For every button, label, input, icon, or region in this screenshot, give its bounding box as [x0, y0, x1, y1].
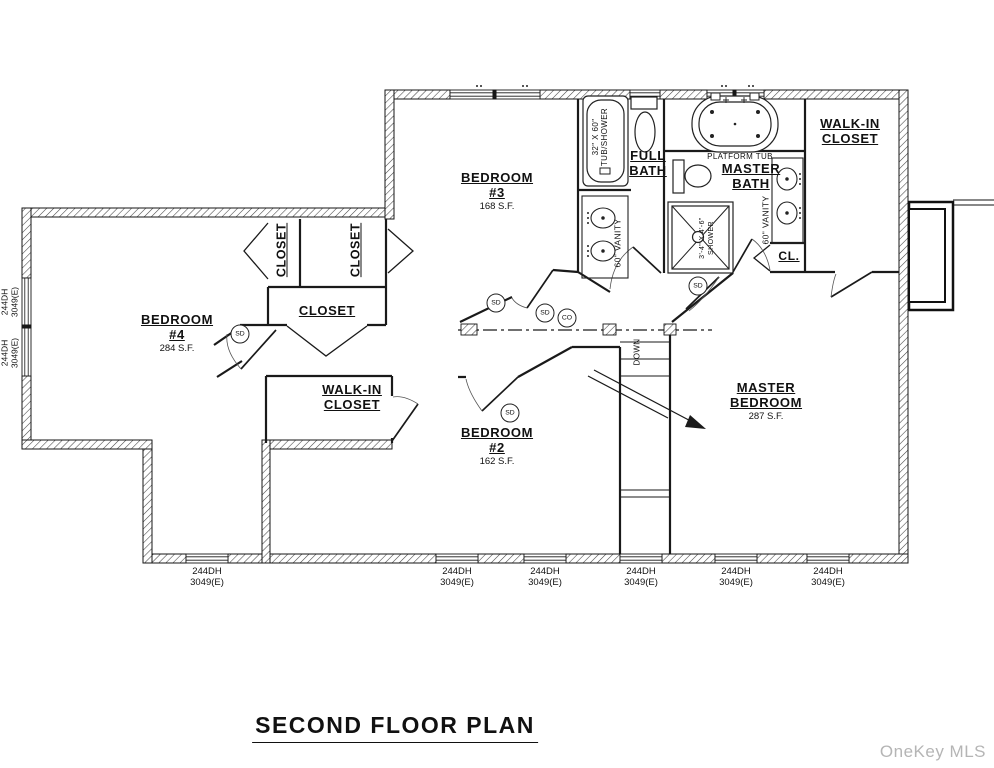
master-shower — [667, 201, 734, 274]
chimney — [907, 199, 994, 312]
stairs-arrowhead — [685, 415, 706, 429]
stairs-down-label: DOWN — [632, 338, 642, 366]
tub-shower-label: 32" X 60" TUB/SHOWER — [591, 107, 609, 167]
bedroom2-name: BEDROOM — [460, 425, 534, 440]
window-callout: 244DH 3049(E) — [0, 337, 19, 369]
stairs — [587, 341, 706, 498]
window-callout: 244DH 3049(E) — [528, 566, 562, 588]
window-callout: 244DH 3049(E) — [190, 566, 224, 588]
bedroom4-name: BEDROOM — [140, 312, 214, 327]
full-bath-toilet — [630, 96, 658, 153]
full-bath-tub — [582, 95, 629, 187]
closet-left-label: CLOSET — [274, 222, 289, 278]
closet-right-label: CLOSET — [348, 222, 363, 278]
bedroom3-label: BEDROOM #3 168 S.F. — [461, 170, 533, 212]
smoke-detector-bedroom4: SD — [230, 324, 250, 344]
bifold-doors — [243, 222, 771, 357]
master-bedroom-name-line1: MASTER — [736, 380, 796, 395]
smoke-detector-bedroom2: SD — [500, 403, 520, 423]
master-walk-in-closet-label: WALK-IN CLOSET — [820, 116, 880, 146]
bedroom4-label: BEDROOM #4 284 S.F. — [141, 312, 213, 354]
interior-walls — [213, 99, 899, 554]
full-bath-vanity — [581, 195, 629, 279]
bedroom4-number: #4 — [169, 327, 185, 342]
watermark: OneKey MLS — [879, 742, 986, 761]
master-bath-vanity — [771, 157, 804, 244]
platform-tub — [691, 92, 779, 153]
hall-closet-label: CLOSET — [298, 303, 356, 318]
window-callout: 244DH 3049(E) — [719, 566, 753, 588]
windows — [21, 85, 850, 564]
door-swing-arcs — [226, 238, 837, 412]
master-bath-label: MASTER BATH — [721, 161, 781, 191]
window-callout: 244DH 3049(E) — [811, 566, 845, 588]
bedroom3-number: #3 — [489, 185, 505, 200]
master-bath-toilet — [672, 159, 712, 194]
master-bedroom-name-line2: BEDROOM — [729, 395, 803, 410]
smoke-detector-hall-west: SD — [486, 293, 506, 313]
plan-title: SECOND FLOOR PLAN — [252, 712, 538, 743]
bedroom2-number: #2 — [489, 440, 505, 455]
full-bath-vanity-label: 60" VANITY — [612, 218, 623, 268]
master-bedroom-area: 287 S.F. — [748, 411, 784, 422]
exterior-walls — [21, 89, 909, 564]
small-closet-label: CL. — [778, 249, 800, 263]
window-callout: 244DH 3049(E) — [440, 566, 474, 588]
hall-centerline — [458, 323, 712, 336]
bedroom2-area: 162 S.F. — [479, 456, 515, 467]
window-callout: 244DH 3049(E) — [624, 566, 658, 588]
co-detector-hall: CO — [557, 308, 577, 328]
platform-tub-label: PLATFORM TUB — [707, 152, 773, 161]
bedroom4-area: 284 S.F. — [159, 343, 195, 354]
bedroom3-area: 168 S.F. — [479, 201, 515, 212]
smoke-detector-hall-center: SD — [535, 303, 555, 323]
full-bath-label: FULL BATH — [629, 148, 667, 178]
bedroom3-name: BEDROOM — [460, 170, 534, 185]
window-callout: 244DH 3049(E) — [0, 286, 19, 318]
master-bedroom-label: MASTER BEDROOM 287 S.F. — [730, 380, 802, 422]
stairs-direction-arrow — [587, 369, 703, 428]
bedroom2-walk-in-closet-label: WALK-IN CLOSET — [322, 382, 382, 412]
window-tick-marks — [476, 85, 754, 87]
smoke-detector-master-entry: SD — [688, 276, 708, 296]
bedroom2-label: BEDROOM #2 162 S.F. — [461, 425, 533, 467]
master-vanity-label: 60" VANITY — [760, 195, 771, 245]
shower-label: 3'-4" X 4'-6" SHOWER — [699, 217, 715, 259]
